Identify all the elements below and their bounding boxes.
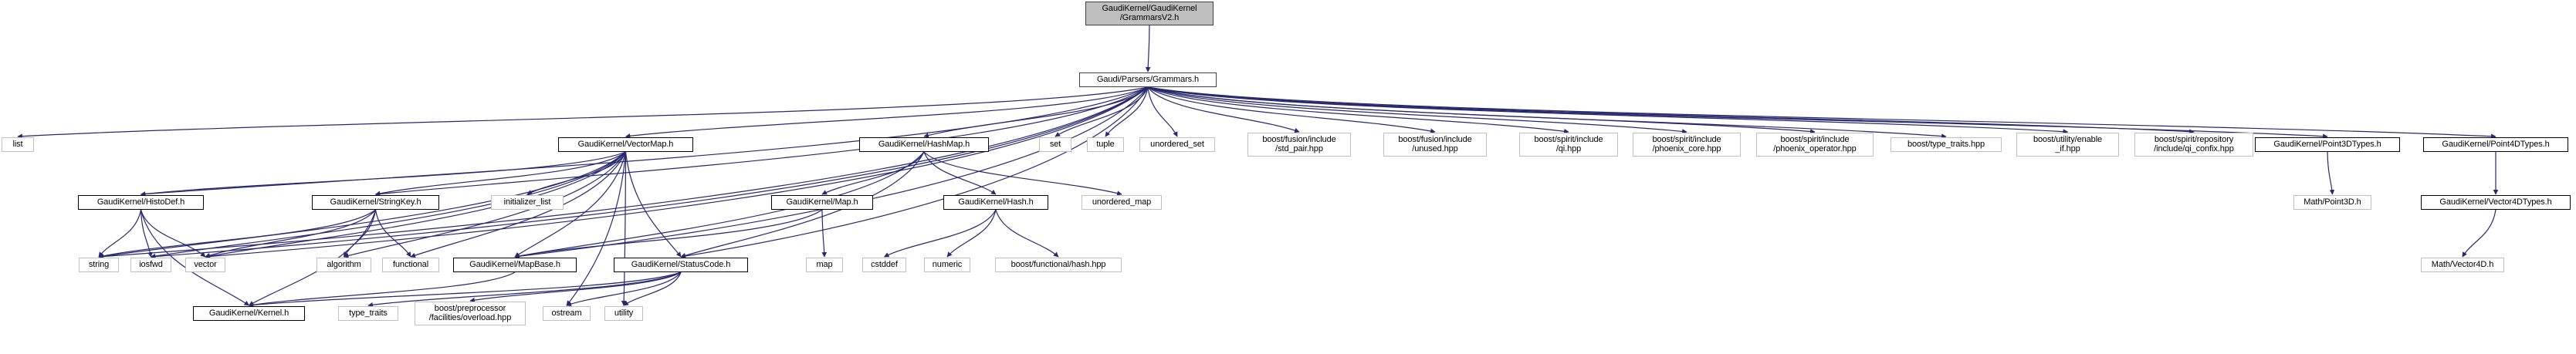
graph-node[interactable]: GaudiKernel/StringKey.h	[312, 195, 439, 210]
graph-edge	[1147, 86, 1178, 137]
graph-edge	[1147, 86, 2195, 134]
graph-edge	[150, 86, 1149, 259]
graph-node[interactable]: unordered_map	[1082, 195, 1162, 210]
graph-node[interactable]: boost/functional/hash.hpp	[995, 258, 1122, 272]
graph-node[interactable]: GaudiKernel/Vector4DTypes.h	[2421, 195, 2571, 210]
graph-node[interactable]: initializer_list	[491, 195, 564, 210]
graph-edge	[374, 209, 411, 258]
graph-edge	[923, 151, 1122, 196]
graph-node[interactable]: type_traits	[338, 306, 398, 321]
graph-node[interactable]: GaudiKernel/HistoDef.h	[78, 195, 204, 210]
graph-node[interactable]: boost/utility/enable _if.hpp	[2016, 133, 2119, 157]
graph-node[interactable]: GaudiKernel/HashMap.h	[859, 137, 989, 152]
graph-edge	[374, 151, 626, 197]
graph-edge	[17, 86, 1149, 139]
graph-node[interactable]: boost/spirit/include /qi.hpp	[1519, 133, 1618, 157]
graph-edge	[1147, 86, 2496, 140]
graph-node[interactable]: set	[1039, 137, 1071, 152]
graph-edge	[374, 86, 1149, 197]
graph-edge	[140, 209, 206, 258]
graph-node[interactable]: Math/Point3D.h	[2293, 195, 2371, 210]
graph-node[interactable]: ostream	[543, 306, 591, 321]
graph-node[interactable]: GaudiKernel/Point4DTypes.h	[2423, 137, 2568, 152]
graph-node[interactable]: Math/Vector4D.h	[2421, 258, 2504, 272]
graph-node[interactable]: algorithm	[316, 258, 371, 272]
graph-edge	[566, 271, 682, 307]
graph-node[interactable]: boost/fusion/include /std_pair.hpp	[1247, 133, 1351, 157]
graph-edge	[883, 209, 997, 258]
graph-edge	[248, 271, 516, 308]
graph-node[interactable]: GaudiKernel/Map.h	[771, 195, 873, 210]
graph-node[interactable]: cstddef	[862, 258, 906, 272]
graph-edge	[367, 271, 682, 308]
graph-node[interactable]: boost/fusion/include /unused.hpp	[1383, 133, 1487, 157]
graph-edge	[248, 271, 682, 308]
graph-node[interactable]: string	[79, 258, 119, 272]
graph-node[interactable]: boost/spirit/repository /include/qi_conf…	[2134, 133, 2253, 157]
graph-edge	[140, 151, 626, 197]
graph-edge	[98, 86, 1149, 259]
graph-edge	[946, 209, 997, 258]
graph-edge	[98, 209, 142, 258]
graph-node[interactable]: Gaudi/Parsers/Grammars.h	[1079, 72, 1217, 87]
graph-node[interactable]: GaudiKernel/GaudiKernel /GrammarsV2.h	[1085, 2, 1214, 25]
graph-node[interactable]: GaudiKernel/Point3DTypes.h	[2255, 137, 2400, 152]
graph-edge	[625, 86, 1149, 139]
graph-edge	[1145, 25, 1151, 72]
graph-node[interactable]: functional	[382, 258, 439, 272]
graph-edge	[1147, 86, 1436, 134]
graph-edge	[343, 209, 377, 258]
graph-edge	[621, 151, 627, 306]
graph-node[interactable]: iosfwd	[130, 258, 171, 272]
graph-edge	[1147, 86, 2328, 139]
graph-edge	[514, 86, 1149, 259]
graph-node[interactable]: utility	[604, 306, 643, 321]
graph-node[interactable]: GaudiKernel/VectorMap.h	[558, 137, 693, 152]
graph-edge	[680, 86, 1149, 259]
graph-node[interactable]: tuple	[1087, 137, 1124, 152]
graph-edge	[2327, 151, 2335, 195]
graph-edge	[923, 86, 1149, 138]
graph-edge	[140, 209, 153, 258]
graph-edge	[205, 209, 376, 258]
graph-node[interactable]: map	[806, 258, 843, 272]
graph-edge	[205, 86, 1149, 259]
graph-edge	[995, 209, 1059, 258]
graph-node[interactable]: GaudiKernel/MapBase.h	[453, 258, 577, 272]
graph-node[interactable]: GaudiKernel/StatusCode.h	[614, 258, 748, 272]
graph-edge	[1054, 86, 1149, 137]
graph-node[interactable]: boost/spirit/include /phoenix_operator.h…	[1756, 133, 1874, 157]
graph-edge	[1147, 86, 1687, 134]
graph-edge	[2462, 209, 2496, 258]
graph-edge	[469, 271, 682, 303]
graph-edge	[1147, 86, 1569, 134]
graph-edge	[1147, 86, 1947, 139]
graph-edge	[923, 151, 997, 195]
graph-edge	[526, 151, 627, 195]
graph-edge	[625, 151, 682, 258]
graph-node[interactable]: boost/type_traits.hpp	[1891, 137, 2002, 152]
graph-node[interactable]: GaudiKernel/Kernel.h	[193, 306, 305, 321]
graph-node[interactable]: list	[2, 137, 34, 152]
graph-node[interactable]: GaudiKernel/Hash.h	[943, 195, 1048, 210]
graph-edge	[821, 209, 828, 258]
graph-node[interactable]: unordered_set	[1139, 137, 1215, 152]
graph-edge	[566, 151, 627, 306]
graph-node[interactable]: numeric	[924, 258, 970, 272]
graph-node[interactable]: boost/spirit/include /phoenix_core.hpp	[1633, 133, 1741, 157]
graph-edge	[1105, 86, 1149, 137]
graph-edge	[514, 209, 823, 259]
graph-edge	[98, 209, 376, 259]
graph-node[interactable]: vector	[185, 258, 225, 272]
graph-edge	[623, 271, 682, 306]
graph-node[interactable]: boost/preprocessor /facilities/overload.…	[415, 302, 526, 325]
graph-edge	[1147, 86, 1300, 133]
graph-edge	[821, 151, 925, 195]
graph-edge	[1147, 86, 1816, 134]
graph-edge	[1147, 86, 2069, 134]
